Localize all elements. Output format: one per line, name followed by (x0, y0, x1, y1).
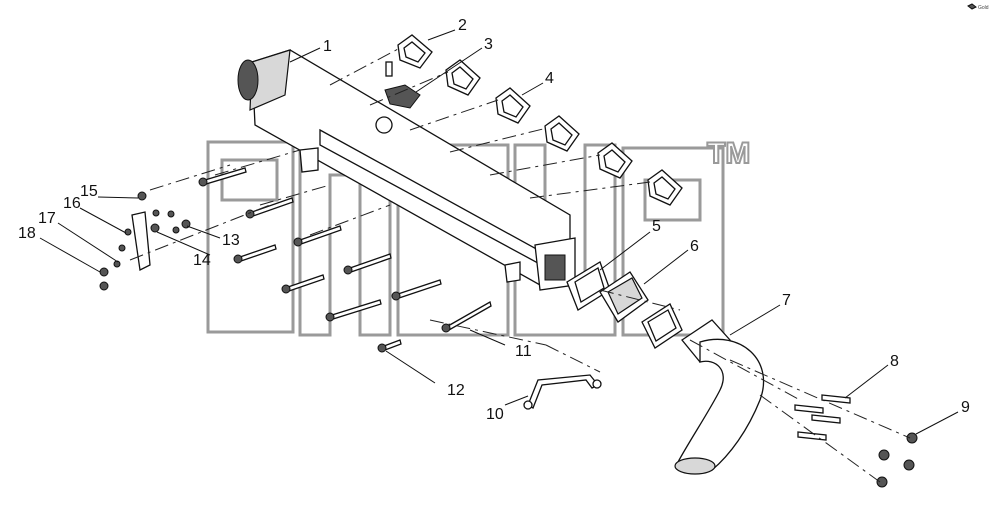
callout-12: 12 (447, 382, 465, 399)
callout-9: 9 (961, 399, 970, 416)
temperature-sensor (384, 61, 421, 109)
callout-15: 15 (80, 183, 98, 200)
callout-labels: 1 2 3 4 5 6 7 8 9 10 11 12 13 14 15 16 1… (18, 17, 970, 423)
studs-and-nuts (794, 394, 918, 488)
leader-lines (39, 29, 959, 435)
callout-5: 5 (652, 218, 661, 235)
watermark-trademark: TM (707, 137, 750, 170)
callout-14: 14 (193, 252, 211, 269)
flange-block (599, 271, 683, 349)
callout-16: 16 (63, 195, 81, 212)
callout-4: 4 (545, 70, 554, 87)
gasket-set (397, 34, 683, 311)
callout-11: 11 (515, 343, 532, 360)
callout-2: 2 (458, 17, 467, 34)
callout-1: 1 (323, 38, 332, 55)
callout-8: 8 (890, 353, 899, 370)
callout-17: 17 (38, 210, 56, 227)
bolts (198, 167, 492, 353)
callout-10: 10 (486, 406, 504, 423)
callout-6: 6 (690, 238, 699, 255)
watermark-logo: TM (206, 136, 751, 337)
callout-3: 3 (484, 36, 493, 53)
corner-logo-text: Gold (978, 5, 989, 11)
callout-13: 13 (222, 232, 240, 249)
callout-7: 7 (782, 292, 791, 309)
callout-18: 18 (18, 225, 36, 242)
corner-logo: Gold (967, 3, 989, 11)
exhaust-manifold-body (237, 49, 576, 291)
assembly-lines (129, 47, 911, 483)
support-rod (523, 374, 602, 410)
exhaust-elbow-pipe (674, 319, 765, 475)
mounting-bracket (99, 191, 191, 291)
